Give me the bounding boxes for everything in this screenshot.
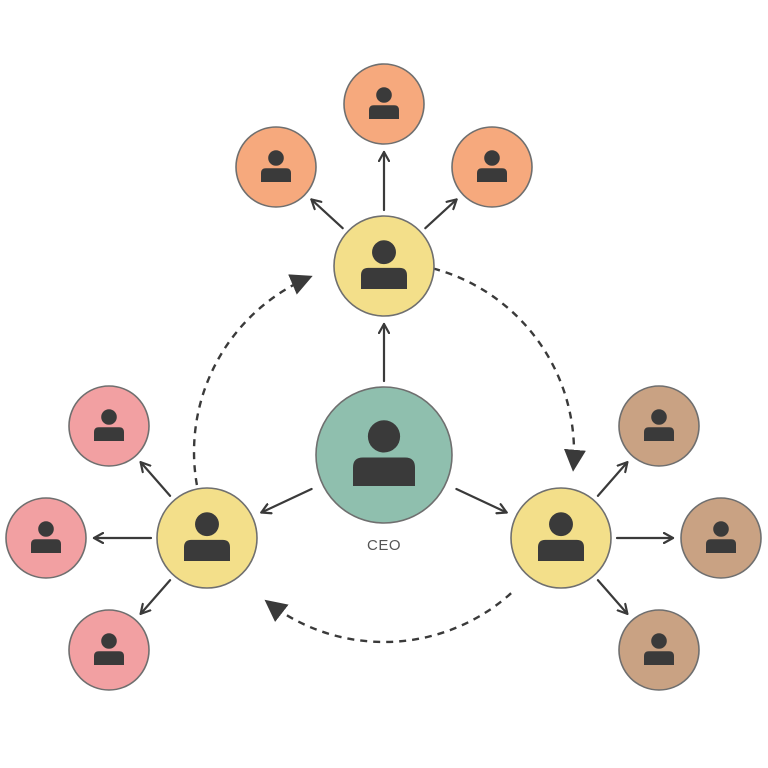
manager-left-circle [156,487,258,589]
person-icon [261,150,291,182]
left-team-member-3-circle [68,609,150,691]
person-icon [184,512,230,561]
person-icon [644,633,674,665]
arrow-right-to-member-1 [596,461,629,497]
left-team-member-1-circle [68,385,150,467]
person-icon [361,240,407,289]
top-team-member-3-circle [451,126,533,208]
arrow-top-to-member-3 [424,198,458,230]
top-team-member-2 [343,63,425,145]
manager-top-circle [333,215,435,317]
left-team-member-2 [5,497,87,579]
right-team-member-2-circle [680,497,762,579]
top-team-member-1 [235,126,317,208]
left-team-member-1 [68,385,150,467]
arrow-left-to-member-3 [139,579,172,615]
manager-top [333,215,435,317]
arrow-top-to-member-1 [310,198,344,230]
manager-right-circle [510,487,612,589]
person-icon [353,420,415,486]
right-team-member-2 [680,497,762,579]
right-team-member-3-circle [618,609,700,691]
person-icon [706,521,736,553]
person-icon [477,150,507,182]
dashed-arrow-top-to-right [432,267,586,472]
dashed-arrow-right-to-left [264,592,512,644]
manager-right [510,487,612,589]
person-icon [369,87,399,119]
arrow-right-to-member-3 [596,579,629,615]
top-team-member-2-circle [343,63,425,145]
right-team-member-1 [618,385,700,467]
ceo-node-circle [315,386,453,524]
person-icon [644,409,674,441]
person-icon [94,409,124,441]
arrow-layer [92,150,675,615]
top-team-member-1-circle [235,126,317,208]
left-team-member-2-circle [5,497,87,579]
manager-left [156,487,258,589]
cycle-arrows [192,267,586,644]
arrow-left-to-member-1 [139,461,172,497]
ceo-node [315,386,453,524]
right-team-member-1-circle [618,385,700,467]
node-layer [5,63,762,691]
person-icon [94,633,124,665]
right-team-member-3 [618,609,700,691]
dashed-arrow-left-to-top [192,274,313,486]
arrow-ceo-to-right [455,487,508,513]
top-team-member-3 [451,126,533,208]
left-team-member-3 [68,609,150,691]
ceo-label: CEO [366,537,401,554]
arrow-ceo-to-left [260,487,313,513]
person-icon [538,512,584,561]
person-icon [31,521,61,553]
